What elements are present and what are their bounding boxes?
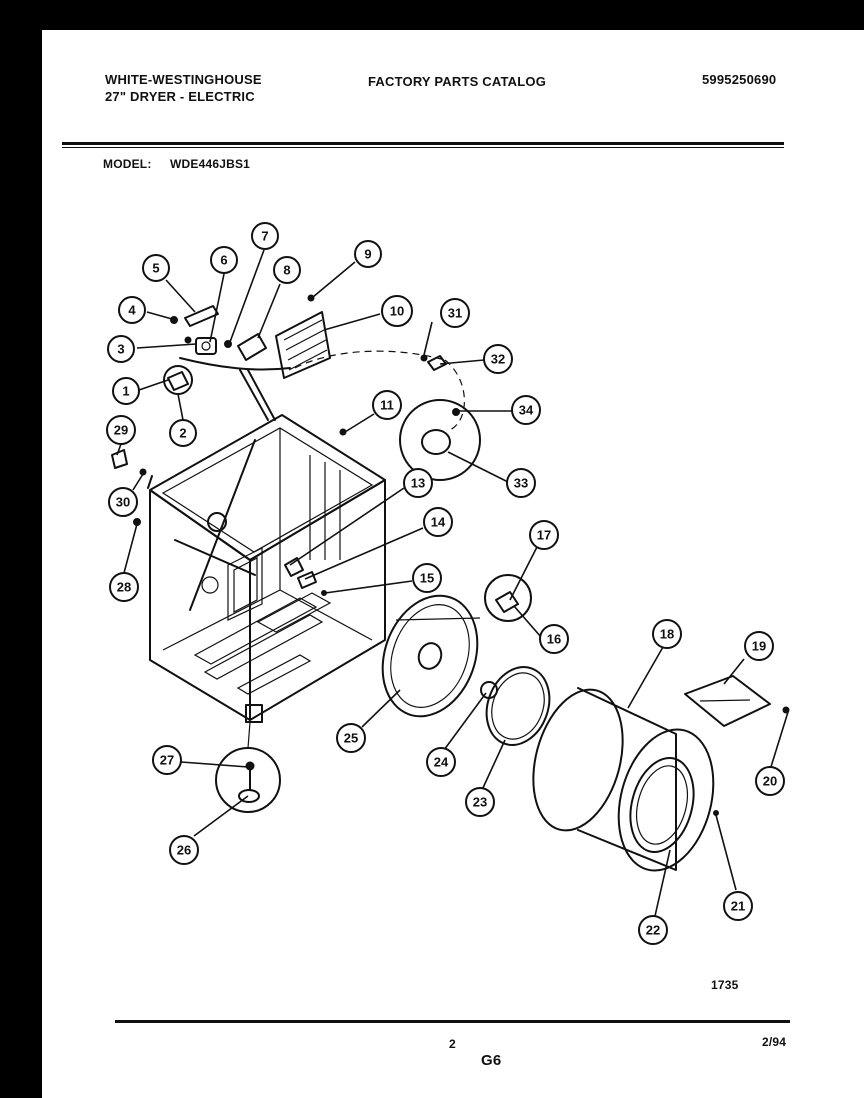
svg-text:10: 10	[390, 304, 404, 319]
catalog-sheet	[42, 30, 864, 1098]
svg-text:15: 15	[420, 571, 434, 586]
figure-number: 1735	[711, 978, 739, 992]
dryer-drum	[532, 687, 719, 872]
svg-text:32: 32	[491, 352, 505, 367]
catalog-title: FACTORY PARTS CATALOG	[368, 74, 547, 89]
model-label: MODEL:	[103, 157, 152, 171]
svg-text:29: 29	[114, 423, 128, 438]
front-bulkhead	[381, 594, 481, 718]
header-rule	[62, 142, 784, 145]
svg-text:30: 30	[116, 495, 130, 510]
callout-9: 9	[354, 240, 382, 268]
callout-16: 16	[539, 624, 569, 654]
callout-32: 32	[483, 344, 513, 374]
svg-text:23: 23	[473, 795, 487, 810]
callout-34: 34	[511, 395, 541, 425]
svg-text:2: 2	[179, 426, 186, 441]
svg-text:4: 4	[128, 303, 136, 318]
svg-text:9: 9	[364, 247, 371, 262]
svg-text:33: 33	[514, 476, 528, 491]
callout-30: 30	[108, 487, 138, 517]
svg-text:28: 28	[117, 580, 131, 595]
callout-25: 25	[336, 723, 366, 753]
callout-17: 17	[529, 520, 559, 550]
svg-text:21: 21	[731, 899, 745, 914]
callout-19: 19	[744, 631, 774, 661]
control-bracket	[179, 350, 465, 431]
drum-baffle	[684, 675, 790, 727]
svg-text:20: 20	[763, 774, 777, 789]
svg-text:22: 22	[646, 923, 660, 938]
callout-29: 29	[106, 415, 136, 445]
svg-text:31: 31	[448, 306, 462, 321]
svg-text:25: 25	[344, 731, 358, 746]
svg-text:14: 14	[431, 515, 446, 530]
product-label: 27" DRYER - ELECTRIC	[105, 89, 255, 104]
small-parts	[111, 294, 481, 596]
svg-text:5: 5	[152, 261, 159, 276]
svg-text:17: 17	[537, 528, 551, 543]
callout-21: 21	[723, 891, 753, 921]
section-code: G6	[481, 1052, 502, 1069]
callout-7: 7	[251, 222, 279, 250]
header-rule-thin	[62, 147, 784, 148]
svg-text:34: 34	[519, 403, 534, 418]
footer-rule	[115, 1020, 790, 1023]
callout-28: 28	[109, 572, 139, 602]
svg-text:26: 26	[177, 843, 191, 858]
svg-text:27: 27	[160, 753, 174, 768]
callout-24: 24	[426, 747, 456, 777]
callout-1: 1	[112, 377, 140, 405]
svg-text:1: 1	[122, 384, 129, 399]
callout-10: 10	[381, 295, 413, 327]
callout-6: 6	[210, 246, 238, 274]
catalog-number: 5995250690	[702, 72, 777, 87]
page-number: 2	[449, 1037, 456, 1051]
callout-4: 4	[118, 296, 146, 324]
svg-text:18: 18	[660, 627, 674, 642]
callout-14: 14	[423, 507, 453, 537]
svg-text:6: 6	[220, 253, 227, 268]
callout-11: 11	[372, 390, 402, 420]
callout-18: 18	[652, 619, 682, 649]
callout-27: 27	[152, 745, 182, 775]
svg-text:7: 7	[261, 229, 268, 244]
callout-2: 2	[169, 419, 197, 447]
rear-drum-seal	[480, 574, 551, 746]
callout-3: 3	[107, 335, 135, 363]
cabinet-frame	[149, 414, 386, 723]
callout-33: 33	[506, 468, 536, 498]
callout-13: 13	[403, 468, 433, 498]
svg-text:13: 13	[411, 476, 425, 491]
callout-22: 22	[638, 915, 668, 945]
brand-label: WHITE-WESTINGHOUSE	[105, 72, 262, 87]
leader-lines	[116, 249, 789, 917]
callout-26: 26	[169, 835, 199, 865]
svg-text:24: 24	[434, 755, 449, 770]
callout-31: 31	[440, 298, 470, 328]
model-number: WDE446JBS1	[170, 157, 251, 171]
svg-text:19: 19	[752, 639, 766, 654]
svg-text:11: 11	[380, 398, 394, 413]
page-date: 2/94	[762, 1035, 787, 1049]
callout-15: 15	[412, 563, 442, 593]
callout-8: 8	[273, 256, 301, 284]
callout-23: 23	[465, 787, 495, 817]
callout-20: 20	[755, 766, 785, 796]
callout-5: 5	[142, 254, 170, 282]
leveling-leg-detail	[215, 721, 281, 813]
svg-text:8: 8	[283, 263, 290, 278]
svg-text:3: 3	[117, 342, 124, 357]
svg-text:16: 16	[547, 632, 561, 647]
